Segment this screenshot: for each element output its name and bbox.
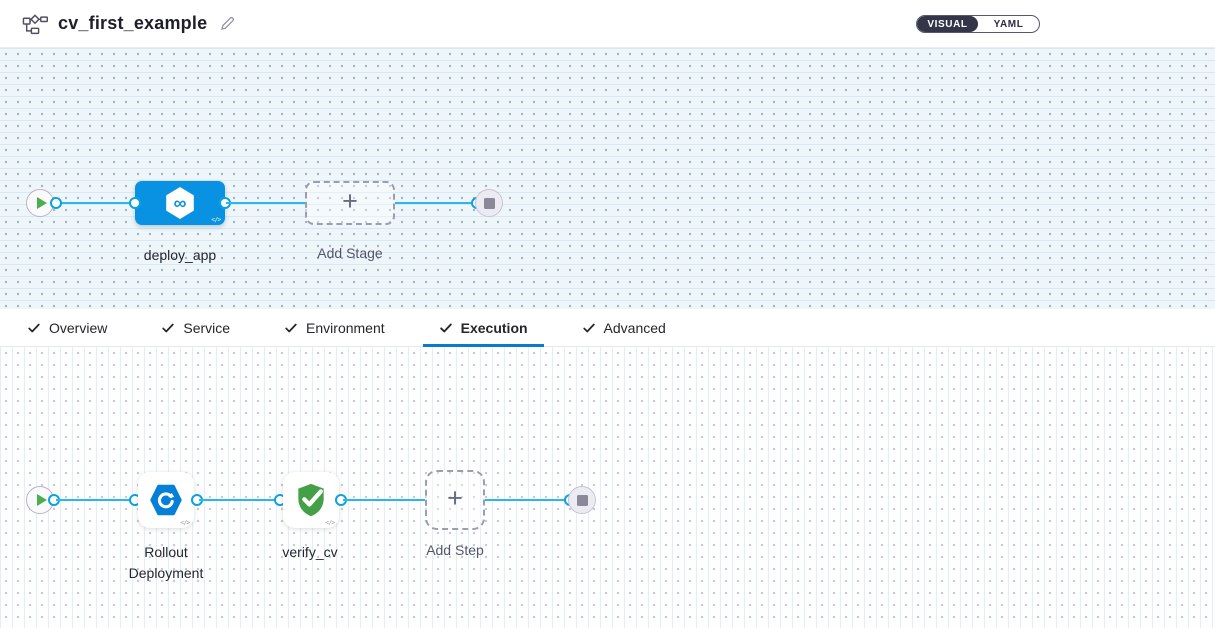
tab-label: Environment (306, 319, 385, 336)
stage-config-tabs: Overview Service Environment Execution A… (0, 309, 1215, 347)
tab-environment[interactable]: Environment (268, 309, 401, 346)
connector-line (226, 202, 306, 204)
rollout-hexagon-icon (150, 484, 182, 516)
infinity-glyph: ∞ (173, 193, 187, 213)
connector-line (57, 202, 136, 204)
stop-icon (483, 197, 495, 209)
step-node-rollout-deployment[interactable]: </> (138, 472, 194, 528)
pipeline-header: cv_first_example VISUAL YAML (0, 0, 1215, 48)
step-label: Rollout Deployment (128, 544, 204, 581)
tab-label: Service (183, 319, 231, 336)
connector-line (199, 499, 280, 501)
check-icon (285, 323, 297, 332)
view-toggle: VISUAL YAML (916, 15, 1040, 33)
tab-label: Execution (460, 319, 528, 336)
yaml-toggle-button[interactable]: YAML (978, 16, 1039, 32)
code-icon: </> (210, 215, 221, 223)
pipeline-graph-icon (22, 13, 48, 34)
plus-icon: + (342, 186, 358, 216)
tab-service[interactable]: Service (145, 309, 246, 346)
tab-label: Overview (49, 319, 108, 336)
code-icon: </> (179, 518, 190, 526)
connector-line (56, 499, 136, 501)
play-icon (36, 197, 47, 209)
pencil-icon (221, 16, 235, 30)
step-node-verify-cv[interactable]: </> (283, 472, 339, 528)
play-icon (36, 494, 47, 506)
connector-line (343, 499, 425, 501)
stage-canvas: ∞ </> + deploy_app Add Stage (0, 48, 1215, 309)
edit-title-button[interactable] (219, 15, 236, 32)
stage-node-deploy-app[interactable]: ∞ </> (135, 181, 225, 225)
tab-execution[interactable]: Execution (422, 309, 544, 347)
check-icon (28, 323, 40, 332)
connector-line (395, 202, 478, 204)
add-stage-label: Add Stage (317, 245, 383, 261)
stop-icon (576, 494, 588, 506)
step-label: verify_cv (282, 544, 338, 560)
execution-end-node (568, 486, 596, 514)
pipeline-start-node (26, 189, 54, 217)
pipeline-title: cv_first_example (58, 13, 208, 33)
stage-label: deploy_app (143, 247, 217, 263)
tab-label: Advanced (603, 319, 666, 336)
check-icon (582, 323, 595, 332)
add-step-label: Add Step (426, 542, 484, 558)
connector-line (485, 499, 570, 501)
code-icon: </> (324, 518, 335, 526)
add-stage-button[interactable]: + (305, 181, 395, 225)
plus-icon: + (447, 483, 463, 513)
tab-advanced[interactable]: Advanced (566, 309, 682, 346)
check-icon (439, 323, 452, 332)
execution-canvas: </> </> + Rollout Deployment verify_cv A… (0, 347, 1215, 628)
tab-overview[interactable]: Overview (11, 309, 123, 346)
connector-dot (50, 197, 62, 209)
pipeline-end-node (475, 189, 503, 217)
add-step-button[interactable]: + (425, 470, 485, 530)
visual-toggle-button[interactable]: VISUAL (917, 16, 978, 32)
connector-dot (129, 197, 141, 209)
rollout-arrow-icon (157, 492, 175, 509)
check-icon (162, 323, 175, 332)
shield-check-icon (298, 483, 324, 517)
cd-stage-icon: ∞ (166, 187, 194, 219)
